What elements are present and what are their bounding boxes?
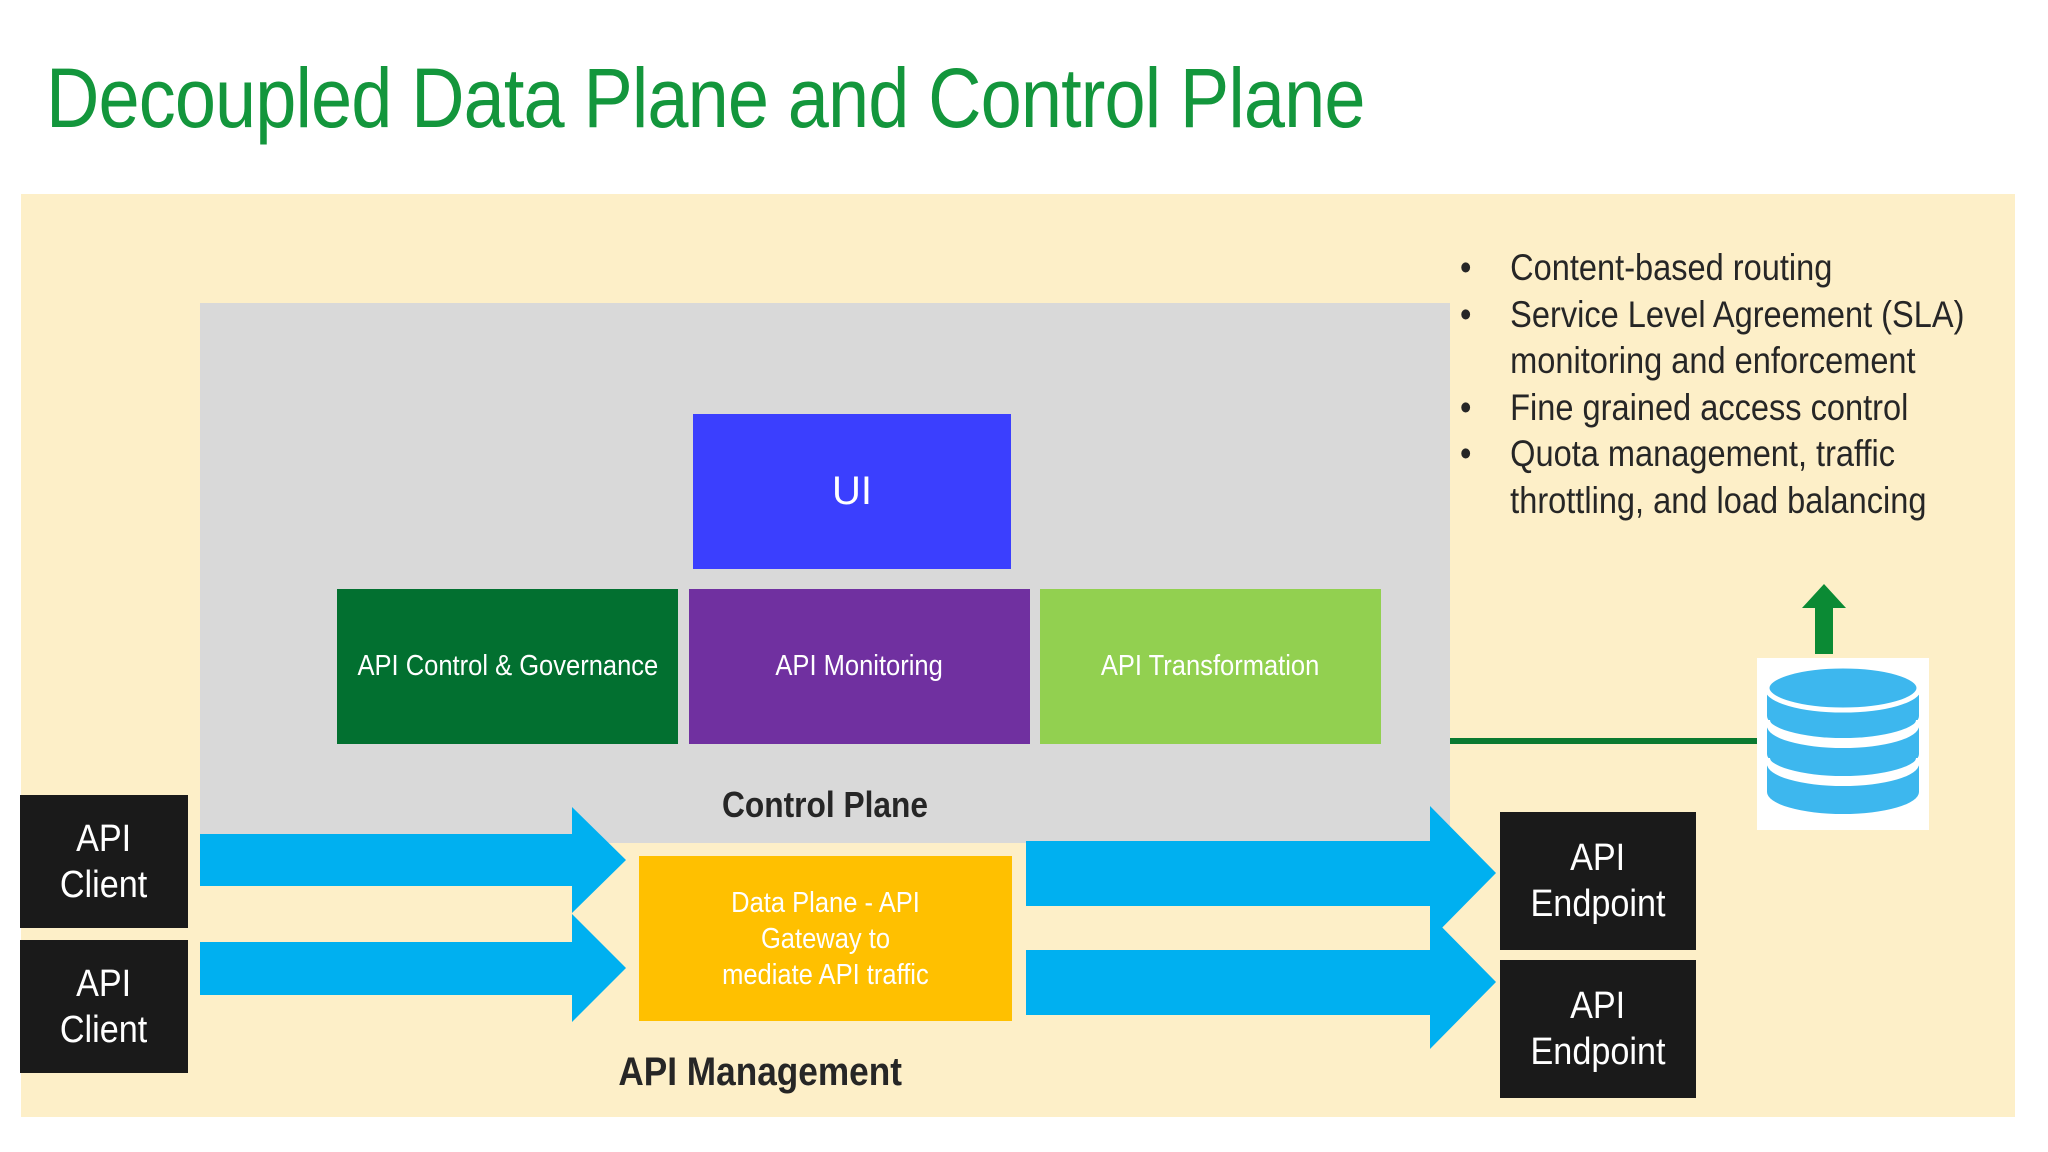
data-plane-line-2: mediate API traffic	[722, 958, 929, 991]
data-plane-line-1: Data Plane - API Gateway to	[731, 886, 920, 955]
api-client-line-2: Client	[60, 1008, 148, 1051]
client-arrow-2	[200, 914, 626, 1022]
feature-text: Service Level Agreement (SLA)	[1510, 293, 1965, 335]
client-arrow-1	[200, 807, 626, 913]
api-client-line-1: API	[76, 817, 132, 860]
api-control-governance-box: API Control & Governance	[337, 589, 678, 744]
endpoint-arrow-2	[1026, 915, 1496, 1049]
endpoint-arrow-1	[1026, 806, 1496, 940]
api-monitoring-box: API Monitoring	[689, 589, 1030, 744]
api-transformation-label: API Transformation	[1101, 650, 1320, 682]
api-management-label-text: API Management	[618, 1050, 902, 1094]
feature-item: Fine grained access control	[1460, 385, 1970, 432]
api-client-line-2: Client	[60, 863, 148, 906]
database-icon	[1764, 663, 1922, 814]
feature-text: Content-based routing	[1510, 247, 1833, 288]
feature-text: Quota management, traffic	[1510, 433, 1896, 474]
api-control-governance-label: API Control & Governance	[357, 650, 658, 682]
api-transformation-box: API Transformation	[1040, 589, 1381, 744]
feature-text-continued: throttling, and load balancing	[1510, 479, 1927, 521]
feature-item: Content-based routing	[1460, 245, 1970, 292]
feature-text: Fine grained access control	[1510, 386, 1909, 428]
api-endpoint-line-2: Endpoint	[1530, 1031, 1666, 1073]
data-plane-gateway-text: Data Plane - API Gateway to mediate API …	[659, 885, 992, 993]
feature-text-continued: monitoring and enforcement	[1510, 340, 1916, 381]
feature-list: Content-based routing Service Level Agre…	[1460, 245, 1970, 524]
api-client-line-1: API	[76, 962, 132, 1005]
control-plane-label-text: Control Plane	[722, 784, 928, 825]
page-title: Decoupled Data Plane and Control Plane	[46, 51, 1365, 145]
feature-item: Service Level Agreement (SLA) monitoring …	[1460, 292, 1970, 385]
control-plane-label: Control Plane	[560, 784, 1090, 826]
api-endpoint-line-2: Endpoint	[1530, 883, 1666, 925]
api-endpoint-line-1: API	[1570, 837, 1626, 879]
ui-box: UI	[693, 414, 1011, 569]
api-endpoint-line-1: API	[1570, 985, 1626, 1027]
feature-item: Quota management, traffic throttling, and…	[1460, 431, 1970, 524]
control-plane-panel	[200, 303, 1450, 843]
api-management-label: API Management	[480, 1050, 1040, 1095]
data-plane-gateway-box: Data Plane - API Gateway to mediate API …	[639, 856, 1012, 1021]
api-monitoring-label: API Monitoring	[775, 650, 944, 682]
up-arrow-icon	[1802, 584, 1846, 654]
